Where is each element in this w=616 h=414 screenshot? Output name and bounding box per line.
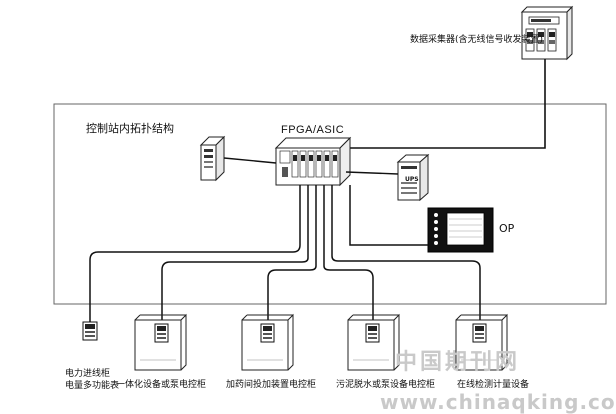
station-title: 控制站内拓扑结构 bbox=[86, 122, 174, 135]
cabinet-sludge-icon bbox=[347, 313, 400, 371]
bus-lines bbox=[89, 185, 481, 322]
station-boundary bbox=[53, 103, 607, 305]
fpga-controller-icon bbox=[274, 136, 352, 187]
ups-icon bbox=[396, 153, 430, 202]
fpga-label: FPGA/ASIC bbox=[281, 124, 345, 136]
ups-label: UPS bbox=[405, 176, 419, 183]
data-collector-icon bbox=[520, 5, 574, 61]
device-label-dosing: 加药间投加装置电控柜 bbox=[226, 380, 317, 390]
server-link bbox=[223, 157, 277, 164]
collector-label: 数据采集器(含无线信号收发装置) bbox=[410, 35, 544, 45]
server-icon bbox=[199, 135, 226, 182]
power-meter-icon bbox=[82, 321, 98, 341]
device-label-power-line2: 电量多功能表 bbox=[65, 381, 120, 391]
collector-link bbox=[348, 59, 546, 149]
cabinet-integrated-icon bbox=[134, 313, 187, 371]
device-label-sludge: 污泥脱水或泵设备电控柜 bbox=[336, 380, 436, 390]
ups-link bbox=[345, 171, 399, 175]
watermark-cn: 中国期刊网 bbox=[395, 349, 521, 375]
op-label: OP bbox=[499, 222, 515, 235]
device-label-power-line1: 电力进线柜 bbox=[65, 369, 111, 379]
cabinet-dosing-icon bbox=[241, 313, 294, 371]
device-label-integrated: 一体化设备或泵电控柜 bbox=[116, 380, 207, 390]
device-label-metering: 在线检测计量设备 bbox=[457, 380, 530, 390]
watermark-url: www.chinaqking.com bbox=[380, 390, 616, 414]
cabinet-metering-icon bbox=[455, 313, 508, 371]
op-panel-icon bbox=[427, 207, 494, 253]
